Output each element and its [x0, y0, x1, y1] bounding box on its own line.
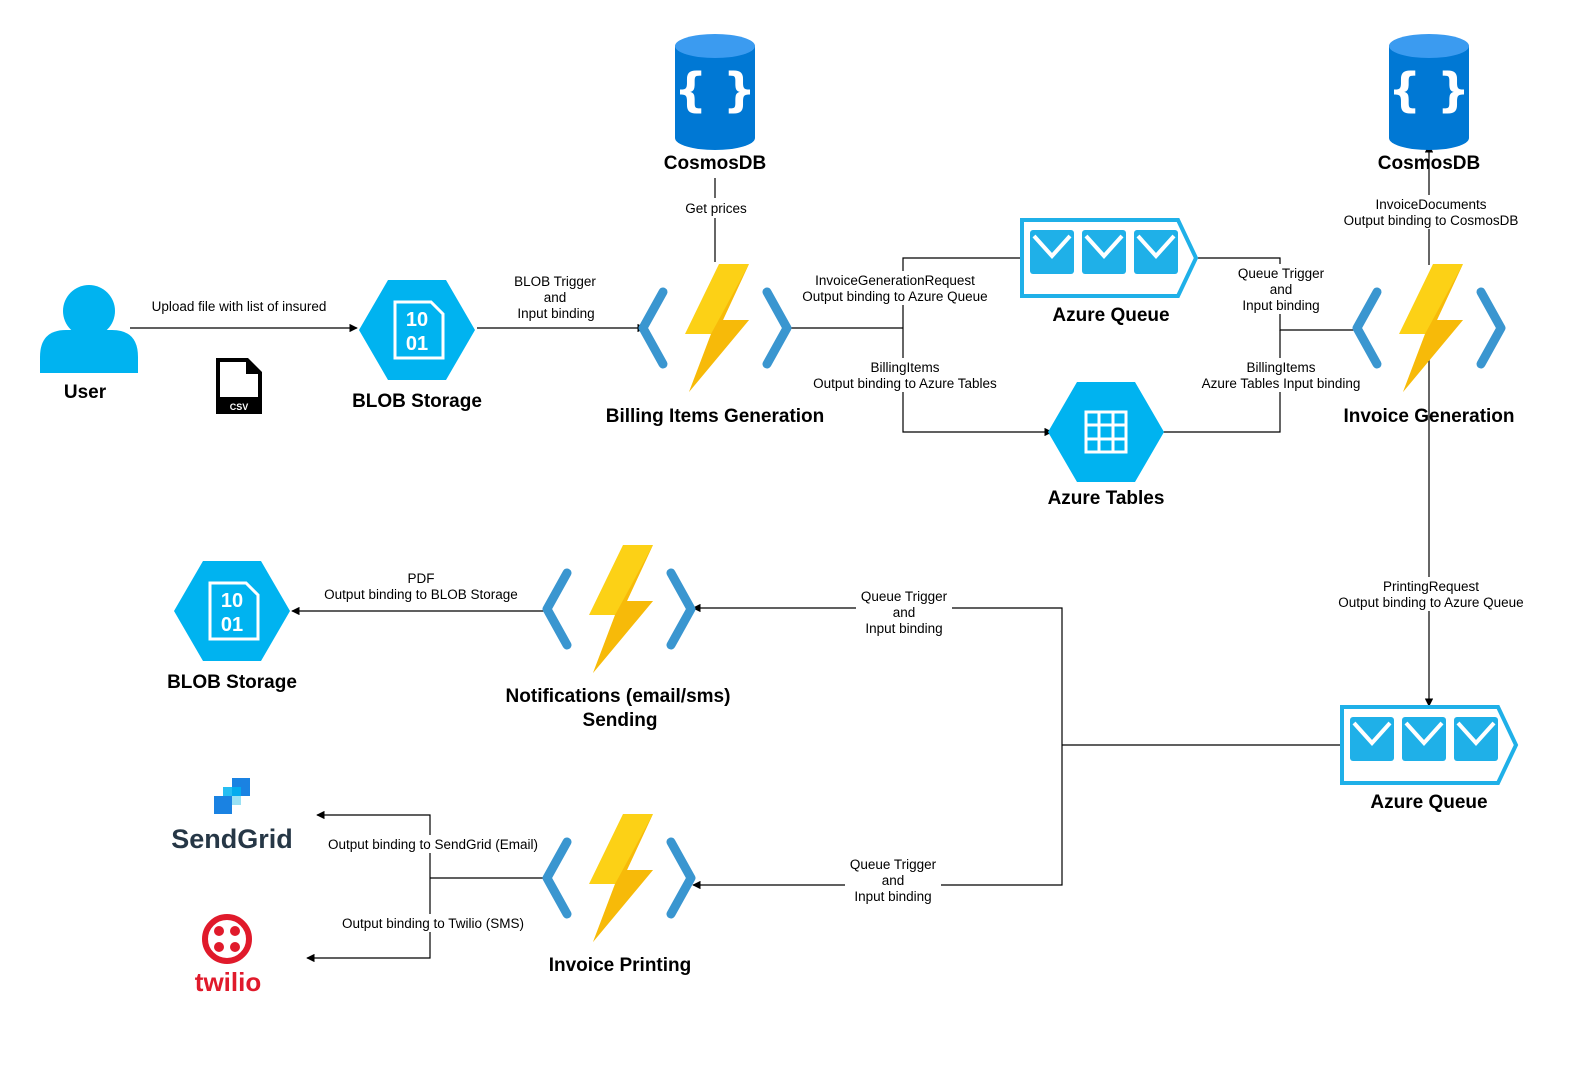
csv-badge-label: CSV: [230, 402, 249, 412]
cosmosdb-top-left-label: CosmosDB: [664, 153, 766, 174]
user-icon: [40, 285, 138, 373]
invoice-generation-node[interactable]: Invoice Generation: [1343, 264, 1515, 427]
azure-queue-icon: [1340, 705, 1518, 785]
billing-out-label-1: BillingItems: [870, 360, 939, 375]
invoice-printing-label: Invoice Printing: [549, 955, 692, 976]
queue-trigger-print-label-3: Input binding: [854, 889, 931, 904]
invoice-generation-label: Invoice Generation: [1343, 406, 1514, 427]
azure-queue-bottom-node[interactable]: Azure Queue: [1340, 705, 1518, 813]
edge-labels: Upload file with list of insured BLOB Tr…: [152, 195, 1530, 932]
azure-tables-icon: [1048, 382, 1164, 482]
cosmosdb-top-right-label: CosmosDB: [1378, 153, 1480, 174]
cosmosdb-top-right-node[interactable]: CosmosDB: [1378, 34, 1480, 174]
blob-bits-line2: 01: [406, 333, 428, 355]
blob-trigger-label-1: BLOB Trigger: [514, 274, 596, 289]
blob-storage-bottom-label: BLOB Storage: [167, 672, 297, 693]
cosmosdb-icon: [674, 34, 756, 150]
queue-trigger-top-label-2: and: [1270, 282, 1293, 297]
invoice-printing-node[interactable]: Invoice Printing: [547, 814, 691, 976]
blob-trigger-label-2: and: [544, 290, 567, 305]
queue-trigger-top-label-1: Queue Trigger: [1238, 266, 1325, 281]
sendgrid-binding-label: Output binding to SendGrid (Email): [328, 837, 538, 852]
queue-trigger-print-label-1: Queue Trigger: [850, 857, 937, 872]
azure-queue-bottom-label: Azure Queue: [1370, 792, 1487, 813]
azure-function-icon: [547, 545, 691, 673]
blob-storage-top-label: BLOB Storage: [352, 391, 482, 412]
azure-function-icon: [547, 814, 691, 942]
queue-trigger-notif-label-3: Input binding: [865, 621, 942, 636]
notifications-label-line1: Notifications (email/sms): [506, 686, 731, 707]
azure-function-icon: [643, 264, 787, 392]
sendgrid-logo: SendGrid: [171, 778, 293, 854]
pdf-label-1: PDF: [408, 571, 435, 586]
queue-trigger-print-label-2: and: [882, 873, 905, 888]
invoice-request-label-2: Output binding to Azure Queue: [802, 289, 987, 304]
invoice-docs-label-1: InvoiceDocuments: [1375, 197, 1486, 212]
billing-items-generation-label: Billing Items Generation: [606, 406, 825, 427]
printing-request-label-1: PrintingRequest: [1383, 579, 1479, 594]
blob-bits-line2: 01: [221, 614, 243, 636]
billing-out-label-2: Output binding to Azure Tables: [813, 376, 997, 391]
queue-trigger-notif-label-2: and: [893, 605, 916, 620]
azure-tables-node[interactable]: Azure Tables: [1048, 382, 1165, 509]
get-prices-label: Get prices: [685, 201, 747, 216]
azure-queue-top-node[interactable]: Azure Queue: [1020, 218, 1198, 326]
upload-label: Upload file with list of insured: [152, 299, 327, 314]
billing-in-label-2: Azure Tables Input binding: [1202, 376, 1361, 391]
pdf-label-2: Output binding to BLOB Storage: [324, 587, 518, 602]
blob-bits-line1: 10: [406, 309, 428, 331]
csv-file-icon: CSV: [216, 358, 262, 414]
blob-bits-line1: 10: [221, 590, 243, 612]
blob-storage-bottom-node[interactable]: 10 01 BLOB Storage: [167, 561, 297, 693]
invoice-request-label-1: InvoiceGenerationRequest: [815, 273, 975, 288]
cosmosdb-top-left-node[interactable]: CosmosDB: [664, 34, 766, 174]
cosmosdb-icon: [1388, 34, 1470, 150]
invoice-docs-label-2: Output binding to CosmosDB: [1344, 213, 1519, 228]
sendgrid-logo-text: SendGrid: [171, 824, 293, 854]
azure-tables-label: Azure Tables: [1048, 488, 1165, 509]
queue-trigger-top-label-3: Input binding: [1242, 298, 1319, 313]
notifications-label-line2: Sending: [583, 710, 658, 731]
blob-trigger-label-3: Input binding: [517, 306, 594, 321]
user-node[interactable]: User: [40, 285, 138, 403]
user-label: User: [64, 382, 107, 403]
twilio-logo-text: twilio: [195, 967, 261, 997]
azure-queue-icon: [1020, 218, 1198, 298]
blob-storage-top-node[interactable]: 10 01 BLOB Storage: [352, 280, 482, 412]
billing-items-generation-node[interactable]: Billing Items Generation: [606, 264, 825, 427]
blob-storage-icon: 10 01: [359, 280, 475, 380]
blob-storage-icon: 10 01: [174, 561, 290, 661]
printing-request-label-2: Output binding to Azure Queue: [1338, 595, 1523, 610]
billing-in-label-1: BillingItems: [1246, 360, 1315, 375]
notifications-sending-node[interactable]: Notifications (email/sms) Sending: [506, 545, 731, 731]
twilio-logo: twilio: [195, 914, 261, 997]
queue-trigger-notif-label-1: Queue Trigger: [861, 589, 948, 604]
azure-queue-top-label: Azure Queue: [1052, 305, 1169, 326]
twilio-binding-label: Output binding to Twilio (SMS): [342, 916, 524, 931]
